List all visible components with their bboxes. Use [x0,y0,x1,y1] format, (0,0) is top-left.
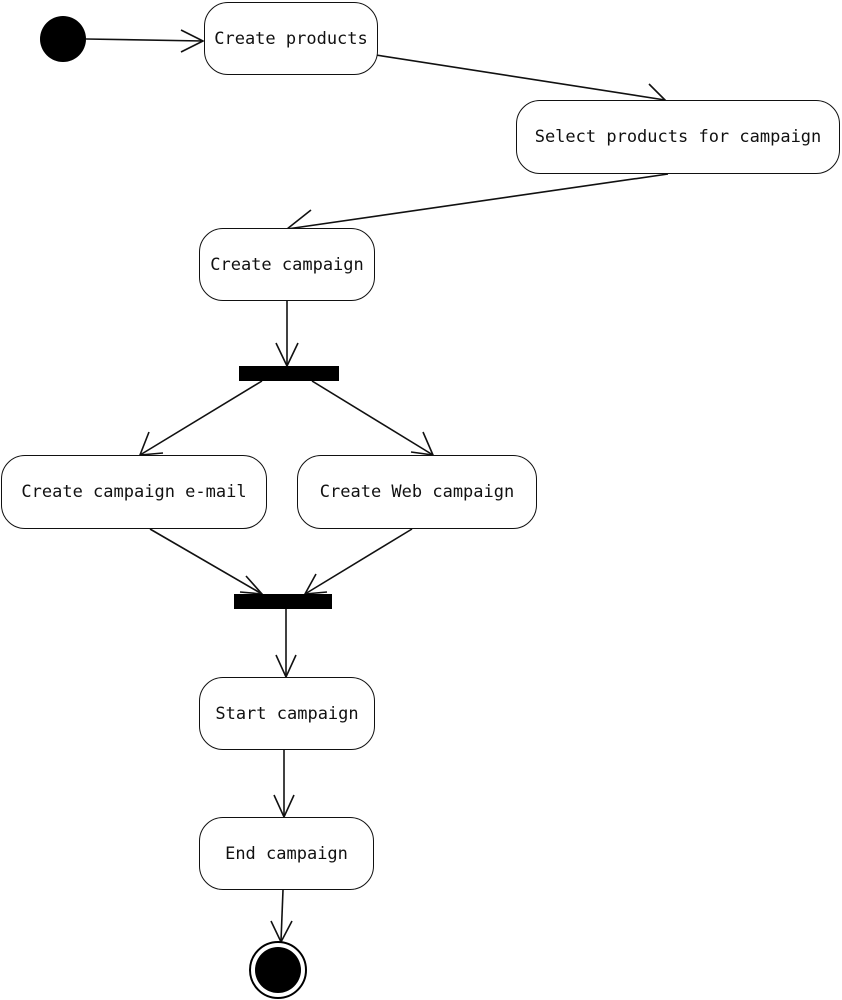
join-bar [234,594,332,609]
activity-start-campaign: Start campaign [199,677,375,750]
edge-create-email-to-join [149,528,263,595]
initial-node [40,16,86,62]
fork-bar [239,366,339,381]
activity-create-campaign: Create campaign [199,228,375,301]
edge-fork-to-create-web [311,380,434,456]
activity-create-products: Create products [204,2,378,75]
activity-select-products-for-campaign: Select products for campaign [516,100,840,174]
edge-initial-to-create-products [85,38,204,42]
edge-end-campaign-to-final [280,889,284,942]
edge-select-products-to-create-campaign [286,173,669,230]
edge-fork-to-create-email [139,380,263,456]
arrowhead [180,29,205,53]
arrowhead [239,575,264,595]
activity-create-campaign-email: Create campaign e-mail [1,455,267,529]
final-node [249,941,307,999]
arrowhead [303,573,328,595]
edge-create-products-to-select-products [375,54,666,101]
final-node-core [255,947,301,993]
edge-create-web-to-join [304,528,413,595]
activity-create-web-campaign: Create Web campaign [297,455,537,529]
activity-end-campaign: End campaign [199,817,374,890]
